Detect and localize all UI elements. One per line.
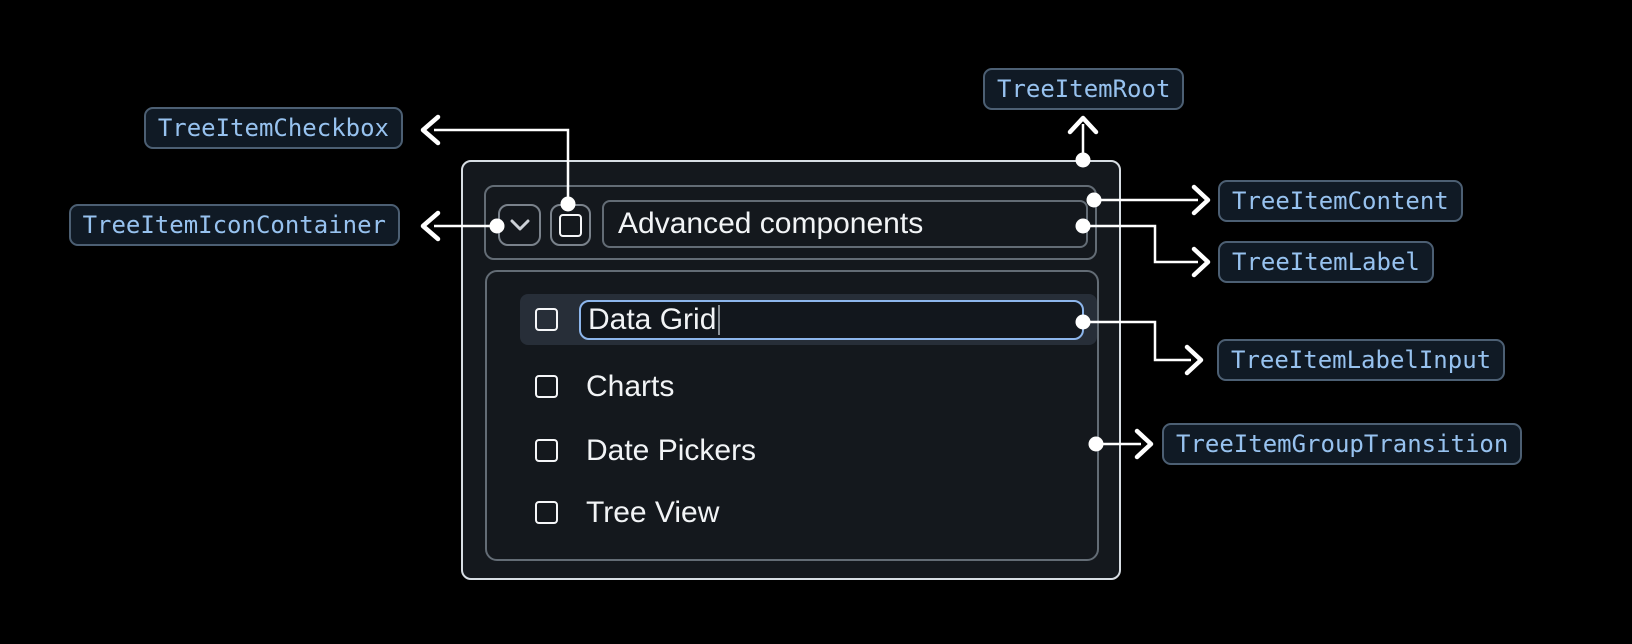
badge-tree-item-checkbox: TreeItemCheckbox [143, 107, 403, 149]
parent-label-text: Advanced components [618, 207, 924, 240]
checkbox-unchecked-icon[interactable] [535, 501, 558, 524]
text-caret [718, 304, 721, 335]
tree-item-root: Advanced components Data Grid Charts Dat… [461, 160, 1121, 580]
badge-tree-item-label-input: TreeItemLabelInput [1217, 339, 1506, 381]
badge-tree-item-group-transition: TreeItemGroupTransition [1162, 423, 1523, 465]
tree-row-label: Tree View [586, 495, 720, 529]
badge-tree-item-icon-container: TreeItemIconContainer [68, 204, 400, 246]
badge-tree-item-root: TreeItemRoot [983, 68, 1185, 110]
tree-row-label: Date Pickers [586, 433, 757, 467]
tree-item-label[interactable]: Advanced components [602, 200, 1088, 248]
checkbox-unchecked-icon [559, 213, 582, 237]
label-input-value: Data Grid [588, 302, 717, 336]
checkbox-unchecked-icon[interactable] [535, 308, 558, 331]
badge-tree-item-label: TreeItemLabel [1218, 241, 1434, 283]
tree-item-checkbox[interactable] [550, 204, 591, 246]
badge-text: TreeItemRoot [997, 75, 1171, 103]
tree-row[interactable]: Tree View [520, 487, 1097, 538]
tree-row[interactable]: Charts [520, 361, 1097, 412]
chevron-down-icon [510, 219, 529, 231]
checkbox-unchecked-icon[interactable] [535, 375, 558, 398]
tree-item-label-input[interactable]: Data Grid [579, 299, 1084, 340]
badge-text: TreeItemContent [1232, 187, 1449, 215]
badge-text: TreeItemGroupTransition [1176, 430, 1509, 458]
checkbox-unchecked-icon[interactable] [535, 439, 558, 462]
badge-text: TreeItemCheckbox [157, 114, 389, 142]
tree-item-icon-container[interactable] [498, 204, 541, 246]
badge-text: TreeItemLabel [1232, 248, 1420, 276]
tree-row-editing[interactable]: Data Grid [520, 294, 1097, 345]
tree-item-content[interactable]: Advanced components [484, 185, 1097, 260]
tree-row[interactable]: Date Pickers [520, 425, 1097, 476]
badge-text: TreeItemIconContainer [82, 211, 386, 239]
tree-row-label: Charts [586, 369, 675, 403]
badge-text: TreeItemLabelInput [1231, 346, 1492, 374]
badge-tree-item-content: TreeItemContent [1218, 180, 1463, 222]
tree-item-group-transition: Data Grid Charts Date Pickers Tree View [485, 270, 1099, 561]
